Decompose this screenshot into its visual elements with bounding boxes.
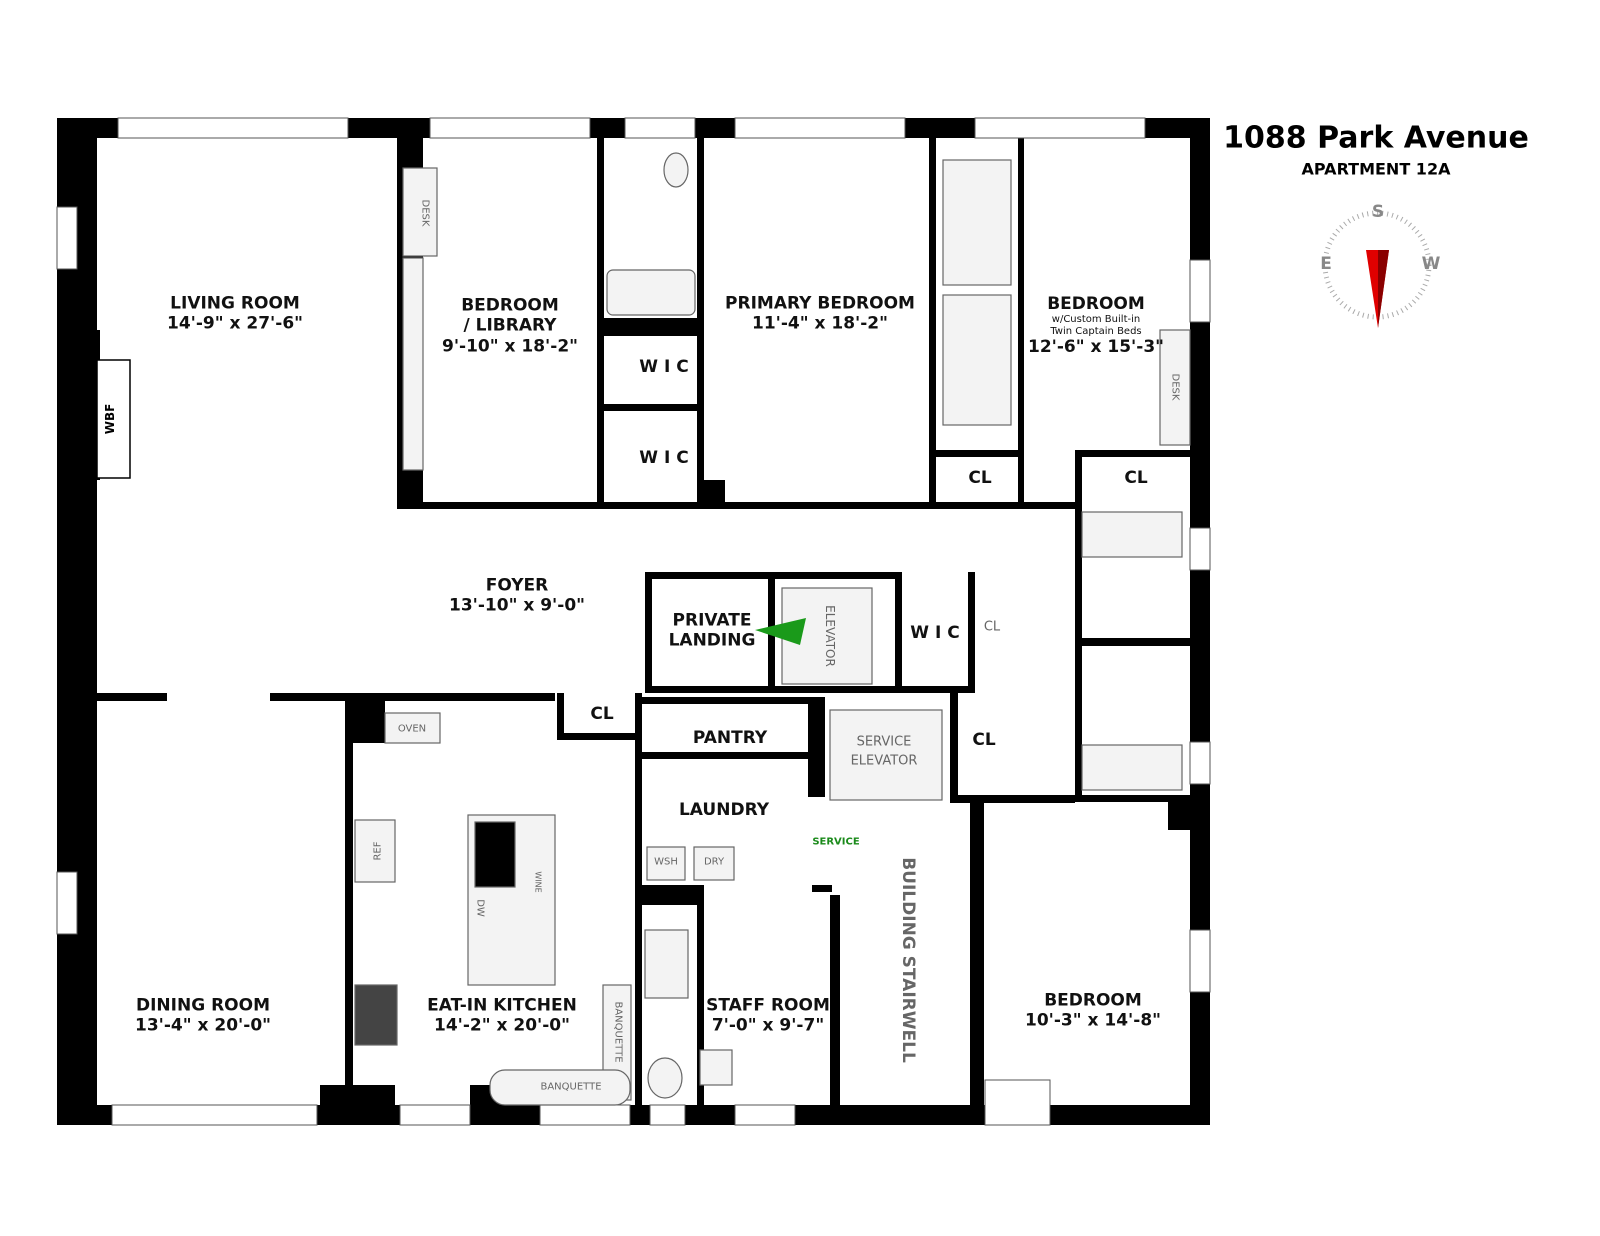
dryer-label: DRY	[703, 856, 725, 868]
desk-label-2: DESK	[1169, 373, 1181, 401]
room-closet-1: CL	[968, 467, 992, 488]
room-stairwell: BUILDING STAIRWELL	[898, 857, 919, 1063]
fireplace-label: WBF	[103, 403, 117, 435]
compass-w-label: W	[1421, 254, 1441, 274]
entry-arrow-icon	[755, 618, 806, 645]
refrigerator-label: REF	[372, 841, 384, 861]
room-wic-3: W I C	[910, 622, 960, 643]
room-laundry: LAUNDRY	[678, 799, 770, 820]
wood-burning-fireplace	[96, 359, 131, 479]
room-closet-3: CL	[590, 703, 614, 724]
dishwasher-label: DW	[474, 899, 486, 917]
compass-e-label: E	[1320, 254, 1332, 274]
room-pantry: PANTRY	[692, 727, 768, 748]
oven-label: OVEN	[397, 723, 427, 735]
room-closet-5: CL	[983, 619, 1001, 635]
windows	[56, 117, 1211, 1126]
washer-label: WSH	[654, 856, 678, 868]
room-closet-4: CL	[972, 729, 996, 750]
banquette-label-vertical: BANQUETTE	[612, 1001, 624, 1063]
banquette-label-horizontal: BANQUETTE	[540, 1081, 602, 1093]
service-elevator-label-1: SERVICE	[856, 734, 912, 750]
walls	[57, 118, 1210, 1125]
wine-label: WINE	[533, 871, 543, 893]
page-subtitle: APARTMENT 12A	[1301, 159, 1451, 179]
service-elevator-label-2: ELEVATOR	[850, 753, 918, 769]
desk-label-1: DESK	[419, 199, 431, 227]
compass-icon	[1322, 210, 1432, 328]
service-entry-label: SERVICE	[812, 836, 860, 848]
page-title: 1088 Park Avenue	[1223, 120, 1529, 156]
room-wic-2: W I C	[639, 447, 689, 468]
room-closet-2: CL	[1124, 467, 1148, 488]
fixtures-drawing	[354, 152, 1191, 1106]
room-wic-1: W I C	[639, 356, 689, 377]
compass-s-label: S	[1371, 202, 1385, 222]
elevator-label: ELEVATOR	[823, 605, 837, 667]
